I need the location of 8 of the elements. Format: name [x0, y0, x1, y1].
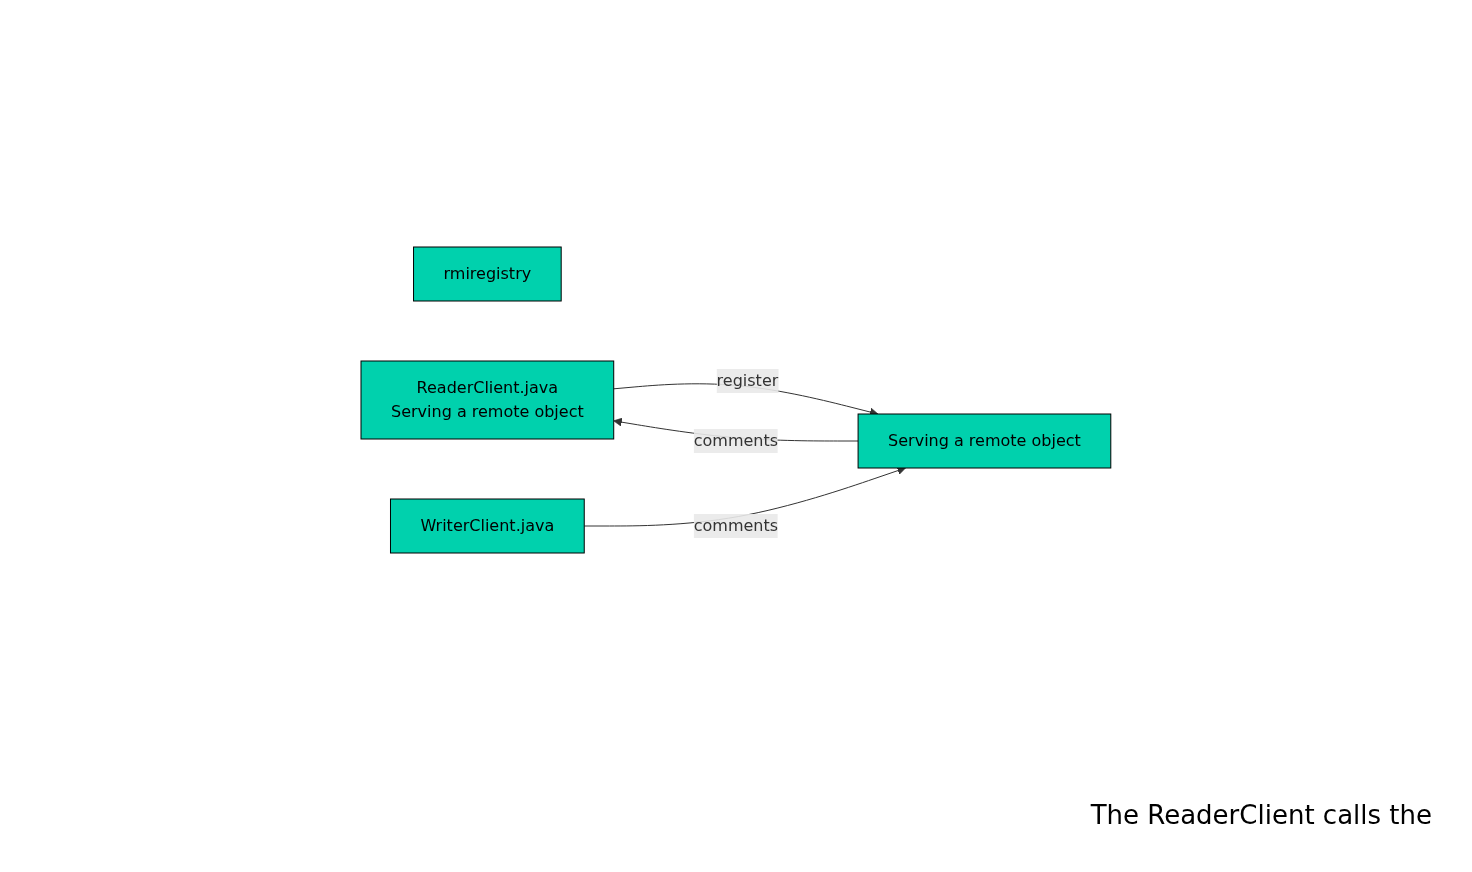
- edge-label: comments: [693, 516, 779, 535]
- edge-label: comments: [693, 431, 779, 450]
- node-box: ReaderClient.java Serving a remote object: [360, 360, 615, 440]
- node-box: rmiregistry: [413, 246, 562, 302]
- note: The ReaderClient calls the: [1089, 800, 1432, 830]
- node-box: Serving a remote object: [857, 413, 1112, 469]
- edge-label: register: [716, 370, 779, 390]
- node-box: WriterClient.java: [390, 498, 585, 554]
